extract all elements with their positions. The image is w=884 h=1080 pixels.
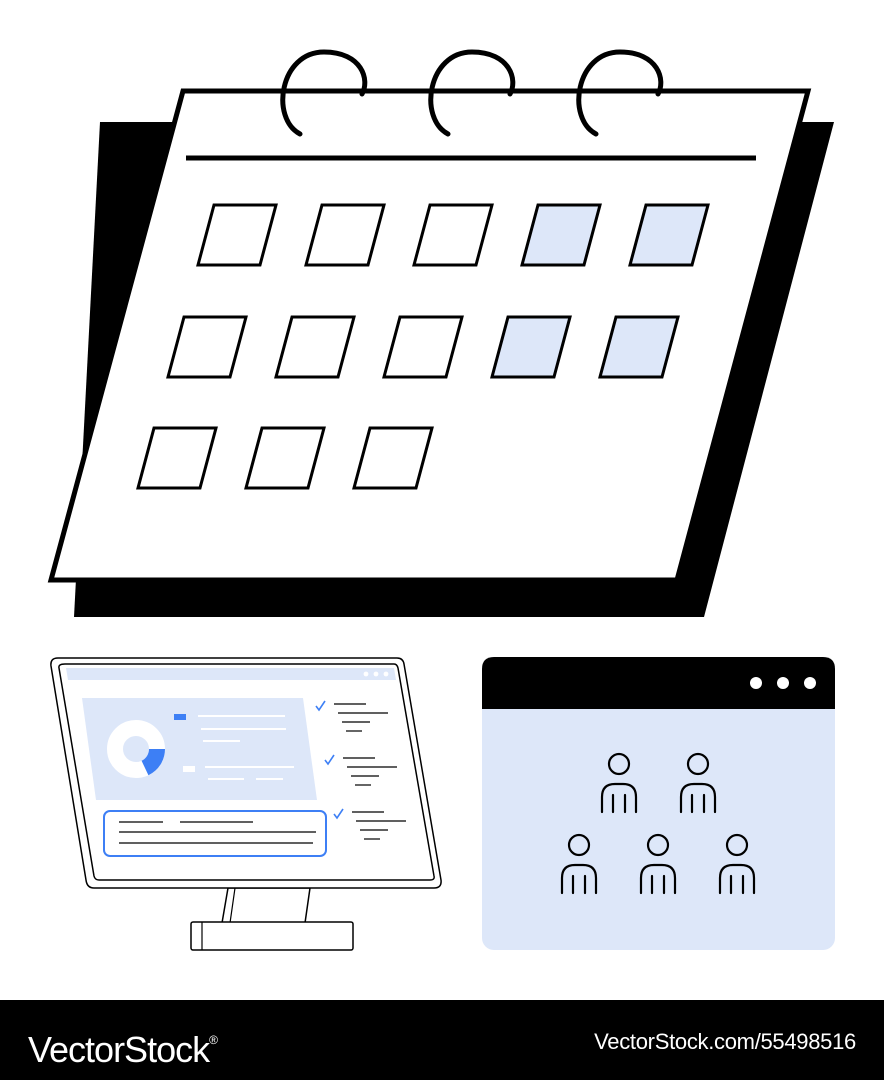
team-window-body [482, 657, 835, 950]
calendar-day [352, 426, 434, 490]
window-dot [777, 677, 789, 689]
calendar-day [196, 203, 278, 267]
team-window [482, 657, 835, 950]
input-text-lines [119, 821, 316, 844]
team-window-dots [750, 677, 816, 689]
person-icon [639, 833, 677, 895]
monitor-neck [221, 887, 311, 924]
checkmark-icon [324, 754, 335, 766]
checklist-item [315, 700, 388, 732]
checklist-item [324, 754, 397, 786]
calendar-day [274, 315, 356, 379]
brand-mark: ® [209, 1033, 218, 1047]
monitor-window-dot [363, 671, 369, 677]
person-icon [679, 752, 717, 814]
calendar-day [136, 426, 218, 490]
binder-ring-icon [280, 49, 368, 137]
window-dot [750, 677, 762, 689]
dashboard-marker [183, 766, 195, 772]
brand-name: VectorStock [28, 1029, 210, 1070]
donut-chart-icon [107, 720, 166, 778]
calendar-day [244, 426, 326, 490]
person-icon [560, 833, 598, 895]
calendar-rings [280, 49, 664, 137]
checklist [315, 700, 406, 840]
calendar-day-highlighted [628, 203, 710, 267]
checklist-item [333, 808, 406, 840]
dashboard-input-box [103, 810, 327, 857]
calendar-day [304, 203, 386, 267]
calendar-day [382, 315, 464, 379]
window-dot [804, 677, 816, 689]
dashboard-marker [174, 714, 186, 720]
person-icon [600, 752, 638, 814]
calendar-day [412, 203, 494, 267]
team-members [560, 752, 756, 895]
checkmark-icon [315, 700, 326, 712]
image-url: VectorStock.com/55498516 [594, 1029, 856, 1054]
calendar-day [166, 315, 248, 379]
monitor-titlebar [66, 668, 396, 680]
monitor-base [190, 921, 354, 951]
calendar-day-highlighted [490, 315, 572, 379]
calendar-day-highlighted [520, 203, 602, 267]
monitor [50, 657, 442, 951]
watermark-footer: VectorStock® VectorStock.com/55498516 [0, 1000, 884, 1080]
brand-logo: VectorStock® [28, 1019, 218, 1071]
dashboard-text-lines [198, 715, 294, 780]
checkmark-icon [333, 808, 344, 820]
person-icon [718, 833, 756, 895]
binder-ring-icon [576, 49, 664, 137]
team-window-titlebar [482, 657, 835, 709]
calendar-day-highlighted [598, 315, 680, 379]
monitor-window-dot [383, 671, 389, 677]
calendar-grid [136, 203, 710, 490]
calendar [47, 49, 834, 617]
illustration [47, 49, 835, 951]
monitor-window-dot [373, 671, 379, 677]
binder-ring-icon [428, 49, 516, 137]
